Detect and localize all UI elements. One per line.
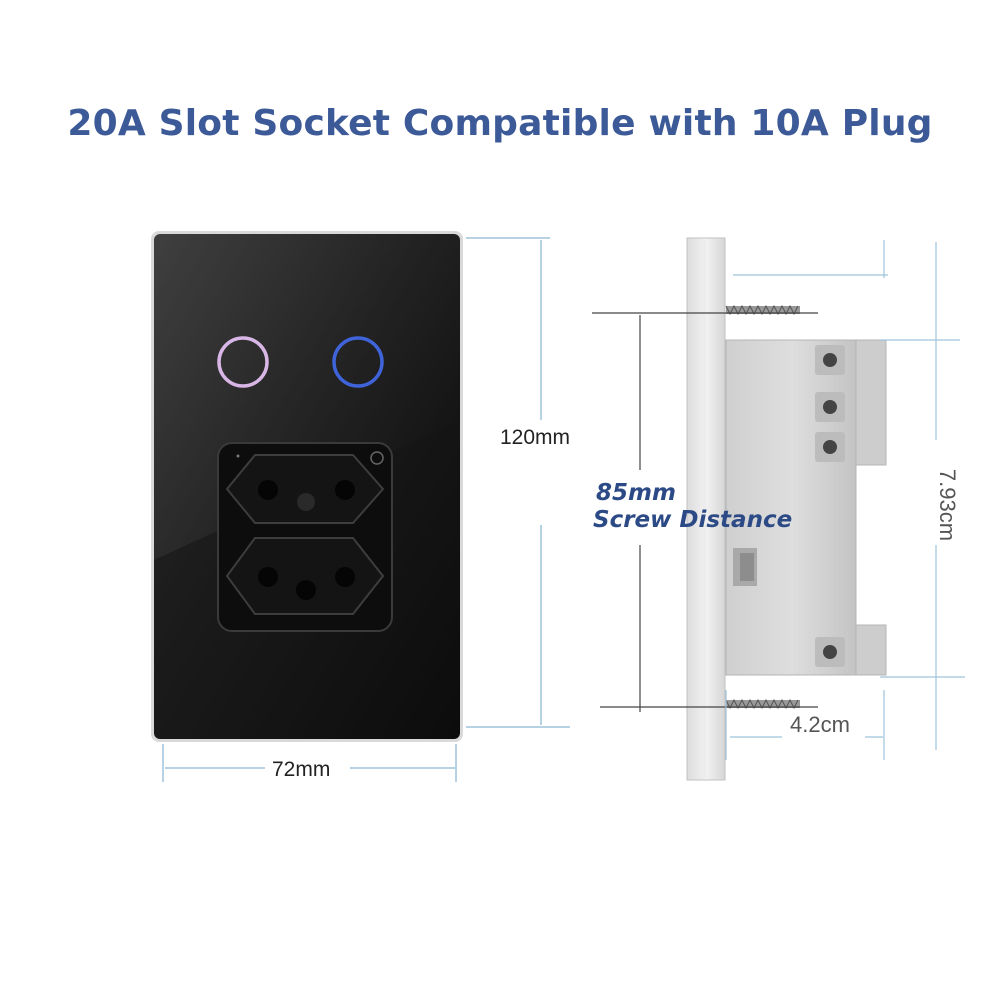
front-panel xyxy=(151,231,463,742)
lower-outlet xyxy=(225,537,385,615)
width-label: 72mm xyxy=(272,758,331,781)
side-dimension-lines xyxy=(592,240,965,760)
screw-bottom xyxy=(725,698,800,710)
depth-label: 4.2cm xyxy=(790,712,850,737)
terminal-1 xyxy=(815,345,845,375)
terminal-3 xyxy=(815,432,845,462)
terminal-2 xyxy=(815,392,845,422)
front-dimension-lines xyxy=(162,237,570,782)
height-label: 120mm xyxy=(500,426,571,449)
touch-button-left[interactable] xyxy=(217,336,269,388)
terminal-4 xyxy=(815,637,845,667)
screw-distance-caption: Screw Distance xyxy=(593,507,793,533)
upper-outlet xyxy=(225,454,385,524)
side-view xyxy=(686,237,887,781)
screw-distance-value: 85mm xyxy=(596,480,676,506)
touch-button-right[interactable] xyxy=(332,336,384,388)
outlet-module xyxy=(217,442,393,632)
page-title: 20A Slot Socket Compatible with 10A Plug xyxy=(67,103,933,144)
side-height-label: 7.93cm xyxy=(935,468,960,542)
screw-top xyxy=(725,304,800,316)
